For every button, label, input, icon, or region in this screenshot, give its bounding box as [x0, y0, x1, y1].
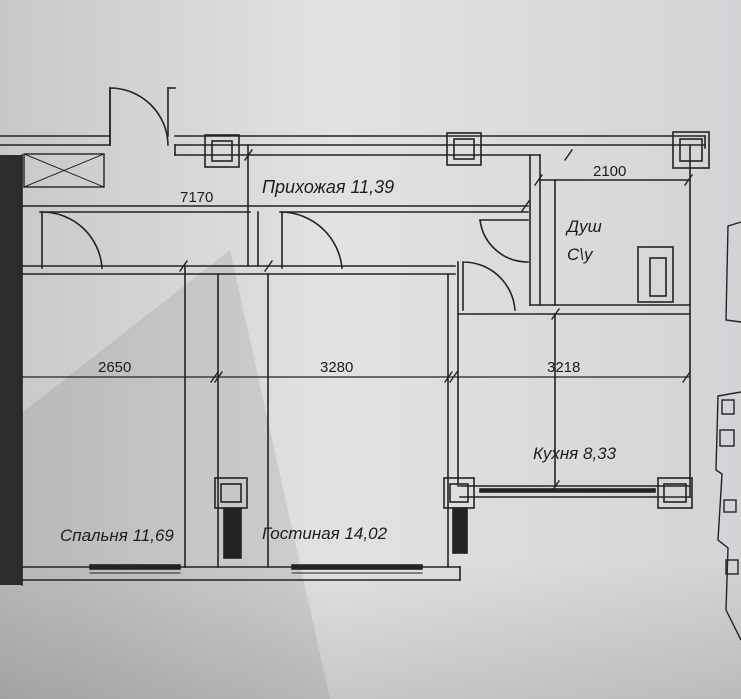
bedroom-door — [41, 211, 103, 269]
dimension-bedroom: 2650 — [98, 359, 132, 376]
shower-fixture — [637, 246, 674, 303]
adjacent-building — [715, 221, 741, 641]
entrance-door — [109, 87, 169, 146]
wall-pier-filled — [223, 507, 242, 559]
dimension-corridor: 7170 — [180, 189, 214, 206]
column — [204, 134, 240, 168]
dimension-kitchen: 3218 — [547, 359, 581, 376]
room-label-hallway: Прихожая 11,39 — [262, 177, 395, 197]
paper-bottom-shade — [0, 560, 741, 699]
column — [657, 477, 693, 509]
dim-ticks — [179, 149, 693, 492]
room-label-kitchen: Кухня 8,33 — [533, 444, 617, 463]
room-label-living: Гостиная 14,02 — [262, 524, 388, 543]
left-outer-wall — [0, 155, 22, 585]
vent-box — [23, 153, 105, 188]
window-living — [291, 564, 423, 570]
bath-door — [479, 219, 529, 263]
column — [672, 131, 710, 169]
living-door — [281, 211, 343, 269]
column — [446, 132, 482, 166]
kitchen-door — [462, 261, 516, 311]
dimension-bath: 2100 — [593, 163, 627, 180]
dimension-living: 3280 — [320, 359, 354, 376]
window-bedroom — [89, 564, 181, 570]
room-label-wc: С\у — [567, 245, 593, 264]
room-label-bedroom: Спальня 11,69 — [60, 526, 174, 545]
window-kitchen — [479, 488, 656, 493]
room-label-shower: Душ — [567, 217, 602, 236]
wall-pier-filled — [452, 507, 468, 554]
